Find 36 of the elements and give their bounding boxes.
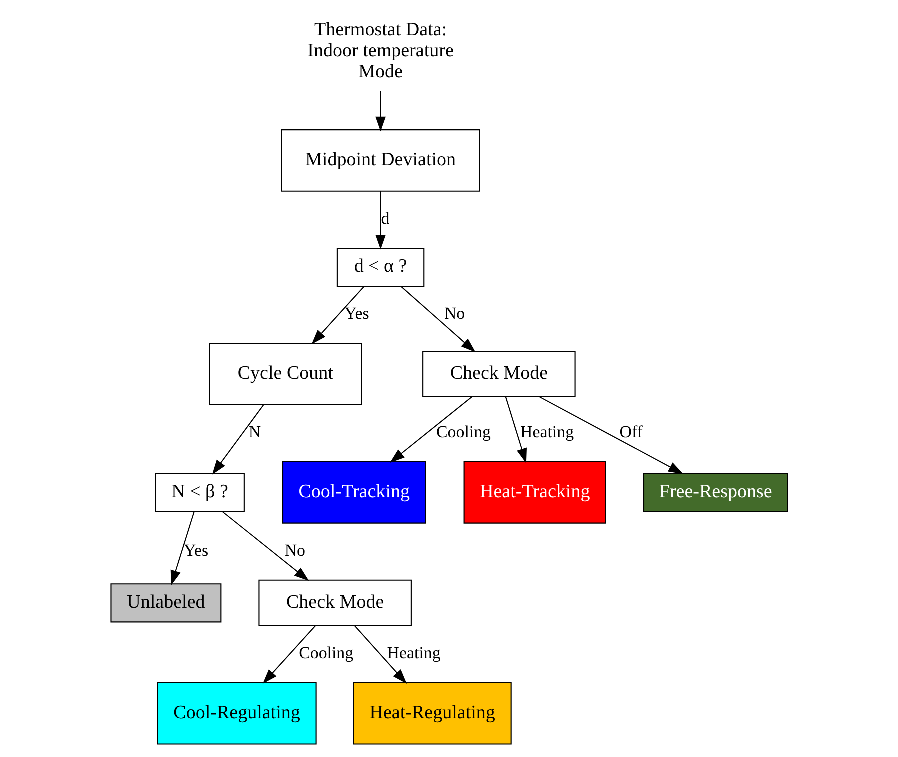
- edge-label: No: [444, 304, 465, 324]
- node-box: N < β ?: [154, 473, 244, 512]
- node-box: d < α ?: [336, 248, 424, 288]
- node-box: Heat-Tracking: [463, 461, 606, 524]
- edge-label: Off: [619, 422, 642, 442]
- arrow: [375, 192, 386, 250]
- node-box: Free-Response: [642, 473, 788, 512]
- node-box: Unlabeled: [110, 584, 222, 623]
- arrow: [375, 91, 386, 132]
- arrow: [222, 511, 309, 582]
- arrow: [262, 626, 316, 684]
- edge-label: Yes: [184, 540, 208, 560]
- node-box: Cool-Regulating: [156, 682, 316, 745]
- edge-label: Cooling: [298, 643, 354, 662]
- arrow: [400, 286, 476, 353]
- edge-label: Heating: [520, 422, 574, 442]
- arrow: [539, 396, 683, 474]
- edge-label: No: [284, 540, 305, 560]
- node-box: Check Mode: [258, 580, 412, 626]
- edge-label: Cooling: [436, 422, 491, 442]
- node-box: Midpoint Deviation: [280, 130, 480, 192]
- node-text: Thermostat Data: Indoor temperature Mode: [307, 19, 454, 83]
- edge-label: Yes: [344, 304, 369, 324]
- arrow: [504, 397, 526, 464]
- edge-label: d: [380, 208, 390, 228]
- node-box: Cycle Count: [208, 343, 362, 406]
- node-box: Check Mode: [422, 351, 576, 398]
- arrow: [390, 396, 472, 463]
- arrow: [354, 626, 406, 684]
- node-box: Heat-Regulating: [352, 682, 512, 745]
- node-box: Cool-Tracking: [282, 461, 426, 524]
- edge-label: Heating: [386, 643, 440, 662]
- arrow: [311, 286, 364, 344]
- edge-label: N: [248, 422, 261, 442]
- arrow: [212, 404, 264, 475]
- arrow: [170, 512, 194, 586]
